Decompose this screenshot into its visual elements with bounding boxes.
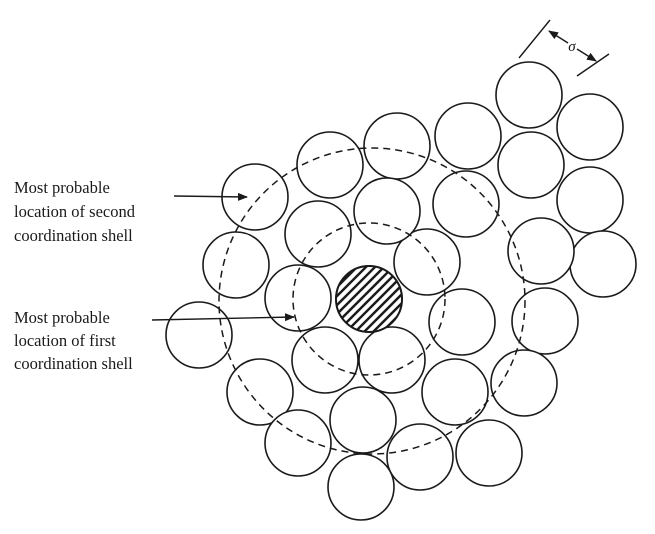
neighbor-particle	[432, 170, 500, 238]
neighbor-particle	[202, 231, 270, 299]
hatch-line	[336, 266, 402, 332]
first-coordination-shell	[292, 222, 446, 376]
neighbor-particle	[556, 93, 624, 161]
diameter-symbol: σ	[568, 39, 576, 55]
second-shell-label-line-3: coordination shell	[14, 226, 133, 245]
neighbor-particle	[327, 453, 395, 521]
neighbor-particle	[353, 177, 421, 245]
neighbor-particle	[434, 102, 502, 170]
dimension-arrow-left	[548, 30, 569, 44]
second-shell-label-line-2: location of second	[14, 202, 136, 221]
first-shell-arrow	[151, 313, 295, 322]
neighbor-particle	[428, 288, 496, 356]
neighbor-particle	[329, 386, 397, 454]
second-shell-arrow	[173, 192, 248, 201]
neighbor-particle	[226, 358, 294, 426]
neighbor-particles	[165, 61, 637, 521]
first-shell-label-line-2: location of first	[14, 331, 116, 350]
neighbor-particle	[569, 230, 637, 298]
hatch-line	[336, 266, 402, 332]
second-shell-label-line-1: Most probable	[14, 178, 110, 197]
dimension-extension-right	[576, 53, 610, 77]
central-particle	[335, 265, 403, 333]
neighbor-particle	[393, 228, 461, 296]
neighbor-particle	[421, 358, 489, 426]
dimension-extension-left	[518, 19, 551, 59]
second-shell-label: Most probable location of second coordin…	[14, 178, 248, 245]
neighbor-particle	[507, 217, 575, 285]
first-shell-label-line-3: coordination shell	[14, 354, 133, 373]
neighbor-particle	[556, 166, 624, 234]
second-coordination-shell	[218, 147, 526, 455]
neighbor-particle	[497, 131, 565, 199]
first-shell-label-line-1: Most probable	[14, 308, 110, 327]
neighbor-particle	[386, 423, 454, 491]
neighbor-particle	[264, 264, 332, 332]
first-shell-label: Most probable location of first coordina…	[14, 308, 295, 373]
neighbor-particle	[490, 349, 558, 417]
hatch-line	[336, 266, 402, 332]
neighbor-particle	[284, 200, 352, 268]
neighbor-particle	[511, 287, 579, 355]
hatch-line	[336, 266, 402, 332]
diameter-dimension: σ	[518, 19, 610, 77]
neighbor-particle	[296, 131, 364, 199]
neighbor-particle	[363, 112, 431, 180]
hatch-line	[336, 266, 402, 332]
neighbor-particle	[495, 61, 563, 129]
hatch-line	[336, 266, 402, 332]
neighbor-particle	[455, 419, 523, 487]
hatch-line	[336, 266, 402, 332]
neighbor-particle	[264, 409, 332, 477]
dimension-arrow-right	[576, 48, 597, 62]
neighbor-particle	[291, 326, 359, 394]
neighbor-particle	[358, 326, 426, 394]
central-particle-hatching	[336, 266, 402, 332]
